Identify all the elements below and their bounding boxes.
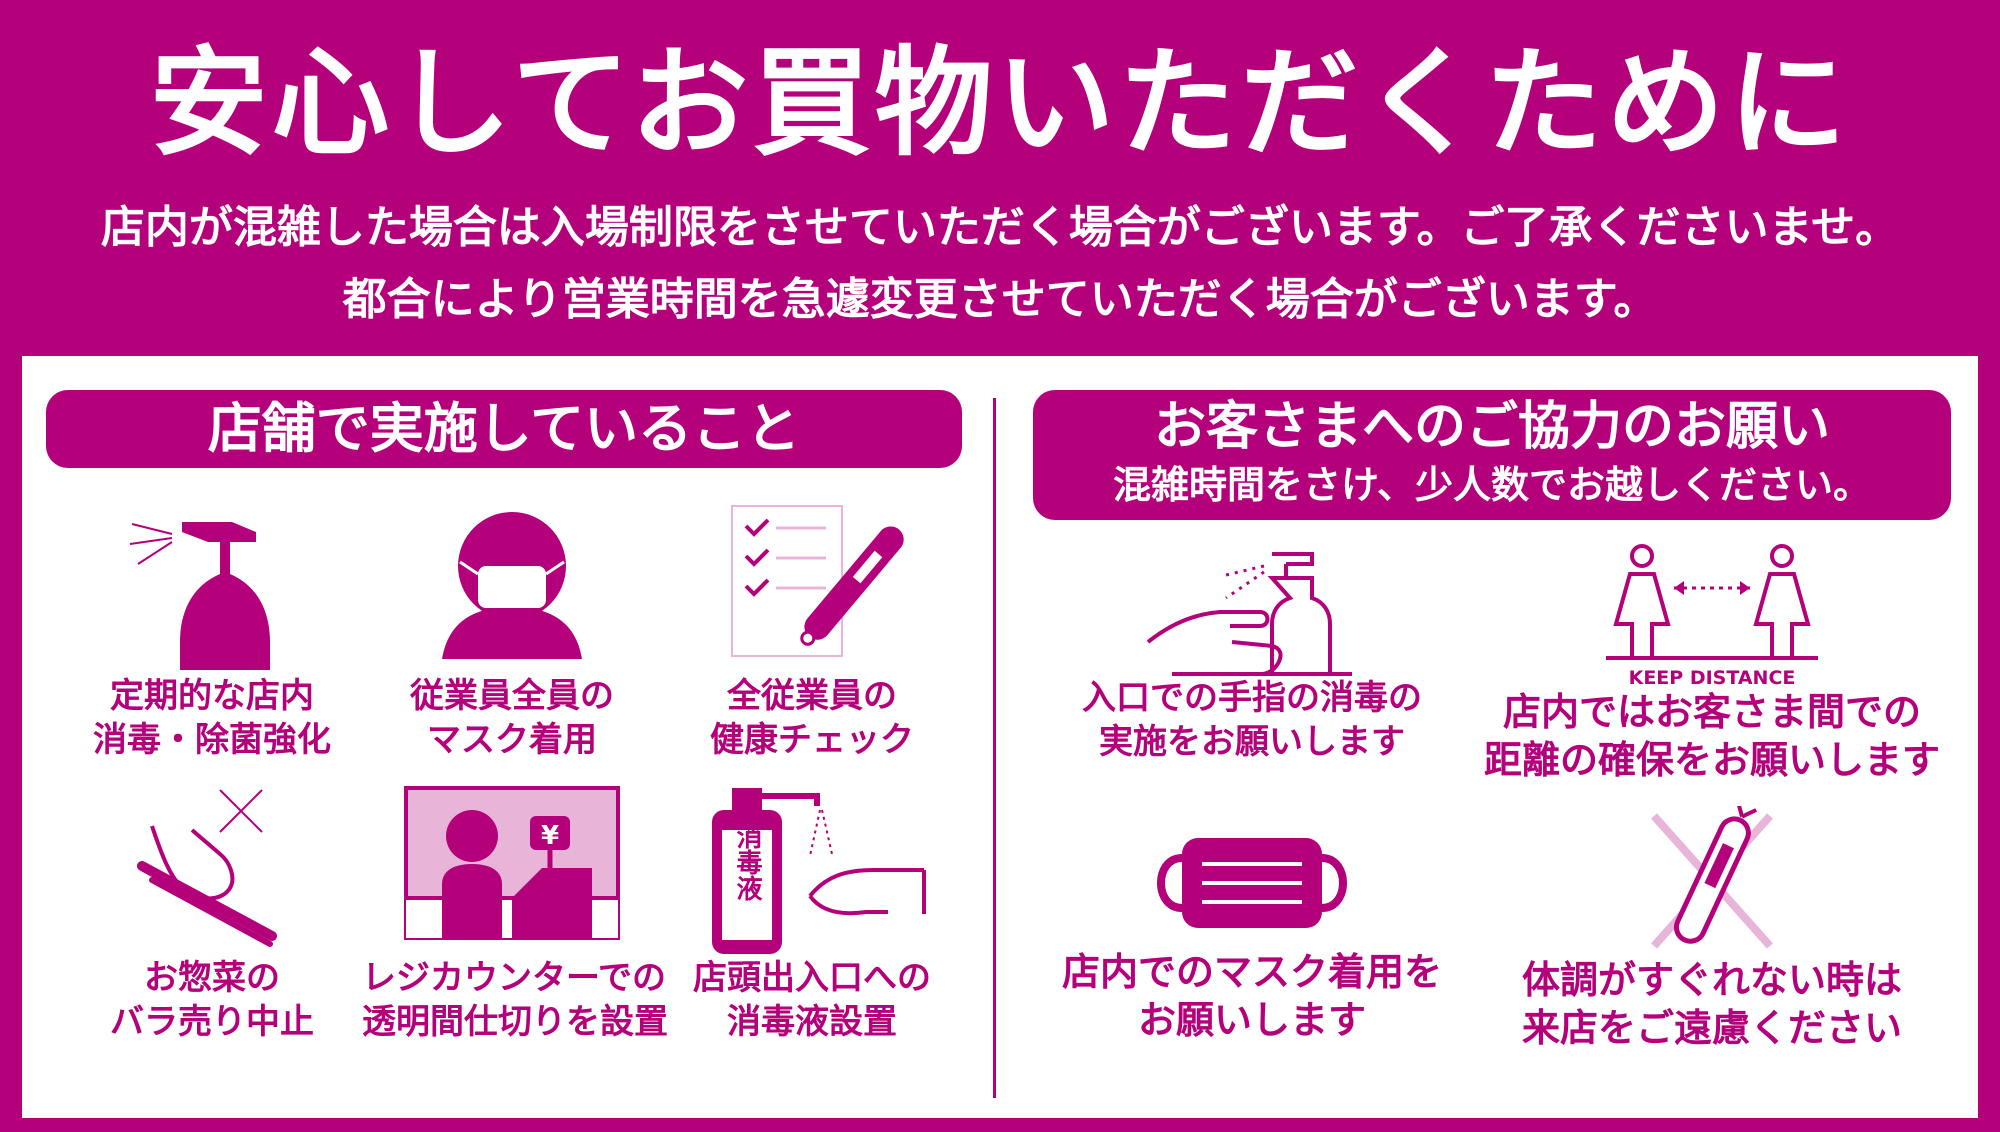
no-thermometer-icon bbox=[1651, 806, 1773, 949]
checklist-thermometer-icon bbox=[731, 505, 904, 657]
store-item-register-partition-line2: 透明間仕切りを設置 bbox=[362, 1002, 668, 1042]
store-item-disinfection: 定期的な店内 消毒・除菌強化 bbox=[62, 504, 362, 762]
store-item-staff-masks: 従業員全員の マスク着用 bbox=[362, 504, 662, 762]
bottle-label-char-1: 消毒液 bbox=[732, 823, 762, 902]
store-item-entrance-disinfectant-line2: 消毒液設置 bbox=[727, 1002, 897, 1042]
disinfectant-dispenser-icon: 消毒液 bbox=[712, 788, 926, 954]
notice-crowding: 店内が混雑した場合は入場制限をさせていただく場合がございます。ご了承くださいませ… bbox=[100, 202, 1900, 253]
store-item-no-loose-deli-line1: お惣菜の bbox=[144, 958, 280, 998]
request-item-stay-home-line2: 来店をご遠慮ください bbox=[1521, 1006, 1902, 1050]
request-item-stay-home: 体調がすぐれない時は 来店をご遠慮ください bbox=[1482, 806, 1942, 1052]
section-divider bbox=[993, 398, 996, 1098]
store-measures-heading: 店舗で実施していること bbox=[46, 390, 962, 468]
request-item-distance-line2: 距離の確保をお願いします bbox=[1483, 738, 1940, 782]
store-item-staff-masks-line2: マスク着用 bbox=[427, 720, 597, 760]
store-item-register-partition-line1: レジカウンターでの bbox=[362, 958, 666, 998]
spray-bottle-icon bbox=[129, 522, 270, 670]
hand-sanitizer-icon bbox=[1146, 552, 1352, 676]
content-panel: 店舗で実施していること お客さまへのご協力のお願い 混雑時間をさけ、少人数でお越… bbox=[22, 356, 1978, 1118]
store-item-entrance-disinfectant: 消毒液 店頭出入口への 消毒液設置 bbox=[662, 786, 962, 1044]
store-item-health-check-line2: 健康チェック bbox=[710, 720, 914, 760]
store-item-register-partition: ¥ レジカウンターでの 透明間仕切りを設置 bbox=[362, 786, 668, 1044]
keep-distance-icon: KEEP DISTANCE bbox=[1606, 544, 1818, 688]
request-item-distance-line1: 店内ではお客さま間での bbox=[1502, 690, 1921, 734]
store-item-health-check-line1: 全従業員の bbox=[727, 676, 897, 716]
register-partition-icon: ¥ bbox=[404, 786, 620, 940]
request-item-hand-sanitize-line2: 実施をお願いします bbox=[1099, 722, 1405, 762]
store-item-health-check: 全従業員の 健康チェック bbox=[662, 504, 962, 762]
face-mask-icon bbox=[1157, 838, 1347, 928]
masked-person-icon bbox=[442, 512, 582, 659]
request-item-mask-line1: 店内でのマスク着用を bbox=[1061, 950, 1442, 994]
customer-request-heading: お客さまへのご協力のお願い 混雑時間をさけ、少人数でお越しください。 bbox=[1033, 390, 1951, 520]
customer-request-title: お客さまへのご協力のお願い bbox=[1153, 397, 1830, 457]
store-item-staff-masks-line1: 従業員全員の bbox=[410, 676, 614, 716]
store-item-disinfection-line1: 定期的な店内 bbox=[110, 676, 314, 716]
request-item-distance: KEEP DISTANCE 店内ではお客さま間での 距離の確保をお願いします bbox=[1482, 538, 1942, 784]
request-item-hand-sanitize-line1: 入口での手指の消毒の bbox=[1082, 678, 1422, 718]
keep-distance-label: KEEP DISTANCE bbox=[1629, 667, 1796, 688]
page-title: 安心してお買物いただくために bbox=[149, 34, 1851, 172]
store-item-entrance-disinfectant-line1: 店頭出入口への bbox=[693, 958, 931, 998]
store-item-no-loose-deli: お惣菜の バラ売り中止 bbox=[62, 786, 362, 1044]
request-item-mask: 店内でのマスク着用を お願いします bbox=[1022, 818, 1482, 1044]
store-item-no-loose-deli-line2: バラ売り中止 bbox=[110, 1002, 314, 1042]
request-item-stay-home-line1: 体調がすぐれない時は bbox=[1521, 958, 1902, 1002]
store-item-disinfection-line2: 消毒・除菌強化 bbox=[93, 720, 331, 760]
request-item-mask-line2: お願いします bbox=[1137, 998, 1366, 1042]
customer-request-subtitle: 混雑時間をさけ、少人数でお越しください。 bbox=[1112, 463, 1872, 507]
notice-hours: 都合により営業時間を急遽変更させていただく場合がございます。 bbox=[342, 274, 1658, 325]
register-yen-sign: ¥ bbox=[541, 821, 559, 851]
tongs-hand-icon bbox=[137, 789, 277, 947]
request-item-hand-sanitize: 入口での手指の消毒の 実施をお願いします bbox=[1022, 546, 1482, 764]
